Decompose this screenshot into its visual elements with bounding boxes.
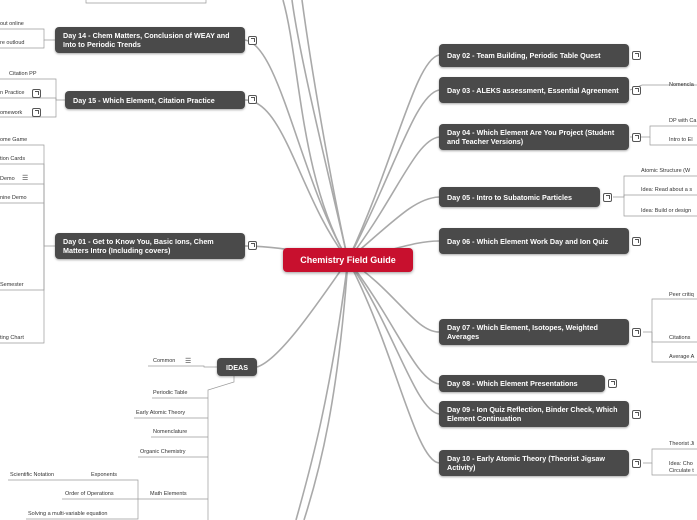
leaf-math-elements[interactable]: Math Elements (150, 491, 187, 497)
node-day-01[interactable]: Day 01 - Get to Know You, Basic Ions, Ch… (55, 233, 245, 259)
node-ideas[interactable]: IDEAS (217, 358, 257, 376)
connector (347, 89, 440, 261)
external-link-icon[interactable] (632, 133, 641, 142)
leaf-nomenclature[interactable]: Nomenclature (153, 429, 188, 435)
leaf-day15-2[interactable]: omework (0, 110, 23, 116)
leaf-day01-0[interactable]: ome Game (0, 137, 28, 143)
node-day-07[interactable]: Day 07 - Which Element, Isotopes, Weight… (439, 319, 629, 345)
connector (347, 259, 440, 415)
external-link-icon[interactable] (603, 193, 612, 202)
leaf-exponents[interactable]: Exponents (91, 472, 117, 478)
connector (244, 39, 349, 261)
connector (347, 259, 440, 385)
leaf-day01-4[interactable]: Semester (0, 282, 24, 288)
leaf-day01-5[interactable]: ting Chart (0, 335, 24, 341)
leaf-day07-2[interactable]: Average A (669, 354, 695, 360)
connector (303, 259, 349, 520)
node-day-08[interactable]: Day 08 - Which Element Presentations (439, 375, 605, 392)
external-link-icon[interactable] (248, 241, 257, 250)
connector (295, 259, 349, 520)
node-day-14[interactable]: Day 14 - Chem Matters, Conclusion of WEA… (55, 27, 245, 53)
external-link-icon[interactable] (32, 108, 41, 117)
connector (256, 259, 349, 368)
leaf-day01-1[interactable]: tion Cards (0, 156, 26, 162)
connector (347, 136, 440, 261)
leaf-day03-0[interactable]: Nomencla (669, 82, 694, 88)
connector (347, 259, 440, 464)
leaf-day05-2[interactable]: Idea: Build or design (641, 208, 692, 214)
notes-icon[interactable]: ☰ (22, 175, 29, 182)
external-link-icon[interactable] (632, 328, 641, 337)
leaf-day14-0[interactable]: out online (0, 21, 24, 27)
leaf-day05-0[interactable]: Atomic Structure (W (641, 168, 691, 174)
leaf-day01-3[interactable]: nine Demo (0, 195, 27, 201)
connector (347, 54, 440, 261)
notes-icon[interactable]: ☰ (185, 358, 192, 365)
leaf-periodic-table[interactable]: Periodic Table (153, 390, 188, 396)
leaf-scientific-notation[interactable]: Scientific Notation (10, 472, 55, 478)
leaf-day15-0[interactable]: Citation PP (9, 71, 37, 77)
leaf-organic-chemistry[interactable]: Organic Chemistry (140, 449, 186, 455)
external-link-icon[interactable] (632, 86, 641, 95)
leaf-day07-0[interactable]: Peer critiq (669, 292, 694, 298)
node-day-15[interactable]: Day 15 - Which Element, Citation Practic… (65, 91, 245, 109)
leaf-day10-0[interactable]: Theorist Ji (669, 441, 695, 447)
leaf-day04-1[interactable]: Intro to El (669, 137, 693, 143)
leaf-day04-0[interactable]: DP with Ca (669, 118, 697, 124)
central-topic[interactable]: Chemistry Field Guide (283, 248, 413, 272)
node-day-03[interactable]: Day 03 - ALEKS assessment, Essential Agr… (439, 77, 629, 103)
node-day-06[interactable]: Day 06 - Which Element Work Day and Ion … (439, 228, 629, 254)
leaf-day10-1[interactable]: Idea: Cho (669, 461, 693, 467)
external-link-icon[interactable] (632, 51, 641, 60)
external-link-icon[interactable] (608, 379, 617, 388)
node-day-05[interactable]: Day 05 - Intro to Subatomic Particles (439, 187, 600, 207)
external-link-icon[interactable] (248, 95, 257, 104)
leaf-day01-2[interactable]: Demo (0, 176, 15, 182)
node-day-09[interactable]: Day 09 - Ion Quiz Reflection, Binder Che… (439, 401, 629, 427)
leaf-day15-1[interactable]: n Practice (0, 90, 25, 96)
leaf-day14-1[interactable]: re outloud (0, 40, 25, 46)
external-link-icon[interactable] (632, 237, 641, 246)
node-day-10[interactable]: Day 10 - Early Atomic Theory (Theorist J… (439, 450, 629, 476)
node-day-02[interactable]: Day 02 - Team Building, Periodic Table Q… (439, 44, 629, 67)
leaf-ideas-common[interactable]: Common (153, 358, 176, 364)
external-link-icon[interactable] (632, 459, 641, 468)
leaf-day05-1[interactable]: Idea: Read about a s (641, 187, 693, 193)
node-day-04[interactable]: Day 04 - Which Element Are You Project (… (439, 124, 629, 150)
leaf-multi-variable-equation[interactable]: Solving a multi-variable equation (28, 511, 108, 517)
connector (301, 0, 349, 261)
external-link-icon[interactable] (248, 36, 257, 45)
leaf-early-atomic-theory[interactable]: Early Atomic Theory (136, 410, 186, 416)
connector (347, 196, 440, 261)
leaf-day10-2[interactable]: Circulate t (669, 468, 694, 474)
external-link-icon[interactable] (632, 410, 641, 419)
external-link-icon[interactable] (32, 89, 41, 98)
connector (244, 99, 349, 261)
leaf-order-of-operations[interactable]: Order of Operations (65, 491, 114, 497)
leaf-day07-1[interactable]: Citations (669, 335, 691, 341)
